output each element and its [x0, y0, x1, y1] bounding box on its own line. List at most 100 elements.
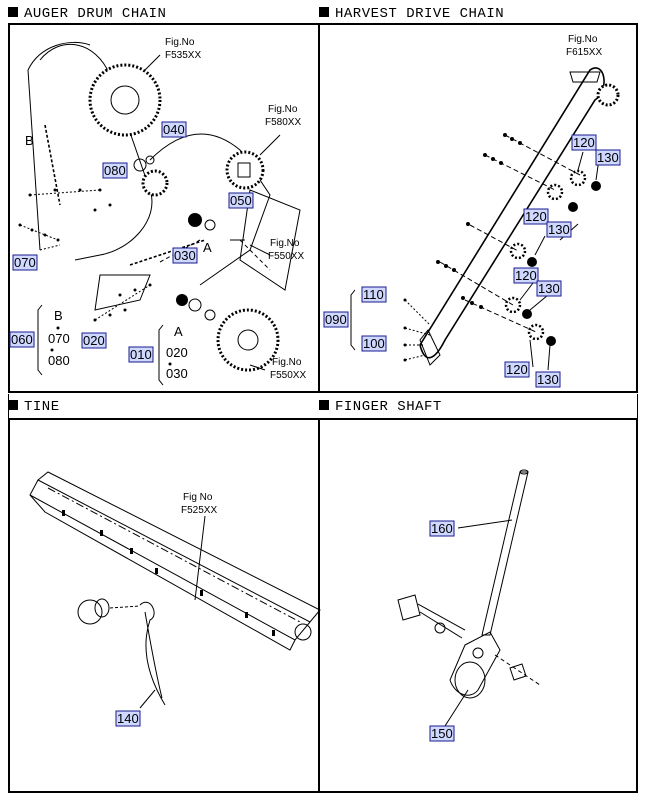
finger-shaft-drawing: 160 150: [397, 469, 541, 742]
bearing-lower: [176, 294, 188, 306]
harvest-shafts: [439, 134, 581, 333]
section-bullet-icon: [319, 7, 329, 17]
letter-a: A: [203, 240, 212, 255]
fig-label-f550b-b: F550XX: [270, 370, 306, 381]
fig-label-f580-a: Fig.No: [268, 104, 298, 115]
finger-shaft-tip: [519, 469, 529, 475]
panel-divider-top-bottom: [8, 391, 638, 393]
tine-leaders: [139, 515, 206, 709]
part-box-050: [228, 192, 254, 209]
header-auger-drum-chain: AUGER DRUM CHAIN: [8, 6, 166, 22]
washer: [133, 158, 147, 172]
chain-top-link: [569, 71, 601, 83]
part-box-120b: [523, 208, 549, 225]
bracket-a: [158, 324, 164, 386]
bearing-set-1b: [568, 202, 578, 212]
part-100[interactable]: 100: [363, 336, 385, 351]
part-030[interactable]: 030: [174, 248, 196, 263]
header-harvest-drive-chain: HARVEST DRIVE CHAIN: [319, 6, 504, 22]
part-130d[interactable]: 130: [537, 372, 559, 387]
part-110[interactable]: 110: [363, 287, 384, 302]
header-tine-label: TINE: [8, 399, 60, 415]
washer-lower: [204, 309, 216, 321]
part-box-130d: [535, 371, 561, 388]
part-box-060: [9, 331, 35, 348]
tine-bar-lip: [29, 494, 296, 651]
part-box-130a: [595, 149, 621, 166]
part-130a[interactable]: 130: [597, 150, 619, 165]
part-120a[interactable]: 120: [573, 135, 595, 150]
bracket-090: [350, 289, 356, 351]
part-box-080: [102, 162, 128, 179]
group-b-080: 080: [48, 353, 70, 368]
part-060[interactable]: 060: [11, 332, 33, 347]
part-150[interactable]: 150: [431, 726, 453, 741]
fig-label-f535-b: F535XX: [165, 50, 201, 61]
bearing-set-1: [591, 181, 601, 191]
finger-holder: [449, 631, 501, 696]
bearing-ring: [204, 219, 216, 231]
part-130b[interactable]: 130: [548, 222, 570, 237]
part-160[interactable]: 160: [431, 521, 453, 536]
part-box-150: [429, 725, 455, 742]
part-box-100: [361, 335, 387, 352]
leader-lines-auger: [19, 189, 151, 321]
fig-label-f550b-a: Fig.No: [272, 357, 302, 368]
part-040[interactable]: 040: [163, 122, 185, 137]
sprocket-large-top: [88, 63, 162, 137]
chain-segment-left: [44, 124, 61, 206]
tine-wire: [139, 601, 166, 706]
part-120d[interactable]: 120: [506, 362, 528, 377]
panel-divider-bottom: [318, 418, 320, 793]
part-130c[interactable]: 130: [538, 281, 560, 296]
fig-label-f615-b: F615XX: [566, 47, 602, 58]
group-a-030: 030: [166, 366, 188, 381]
auger-drum-chain-drawing: B A Fig.No F535XX Fig.No F580XX Fig.No F…: [9, 37, 306, 386]
part-box-140: [115, 710, 141, 727]
section-bullet-icon: [8, 400, 18, 410]
part-120c[interactable]: 120: [515, 268, 537, 283]
part-080[interactable]: 080: [104, 163, 126, 178]
fig-leaders-auger: [144, 54, 281, 371]
tensioner-plate: [239, 189, 301, 291]
fig-label-f550-a: Fig.No: [270, 238, 300, 249]
part-140[interactable]: 140: [117, 711, 139, 726]
part-box-130b: [546, 221, 572, 238]
section-title: AUGER DRUM CHAIN: [24, 6, 167, 22]
part-090[interactable]: 090: [325, 312, 347, 327]
part-120b[interactable]: 120: [525, 209, 547, 224]
fig-label-f580-b: F580XX: [265, 117, 301, 128]
sprocket-set-2: [509, 242, 527, 260]
bearing-set-3: [522, 309, 532, 319]
finger-shaft-rod: [481, 471, 529, 636]
tine-drawing: Fig No F525XX 140: [29, 471, 321, 727]
bearing: [188, 213, 202, 227]
collar: [188, 298, 202, 312]
part-box-070: [12, 254, 38, 271]
finger-holder-bore: [454, 661, 486, 699]
part-050[interactable]: 050: [230, 193, 252, 208]
fig-label-f525-a: Fig No: [183, 492, 213, 503]
group-b-dot-2: [50, 348, 54, 352]
harvest-drive-chain-drawing: Fig.No F615XX 120 130 120 130 120 130 12…: [323, 34, 621, 388]
fig-label-f615-a: Fig.No: [568, 34, 598, 45]
harvest-leaders: [404, 299, 431, 361]
group-a-letter: A: [174, 324, 183, 339]
part-box-020: [81, 332, 107, 349]
bolt-shank: [417, 603, 466, 639]
sprocket-hub-bottom: [237, 329, 259, 351]
chain-bottom-link: [419, 329, 441, 366]
sprocket-set-4: [527, 323, 545, 341]
tine-bushing-flange: [94, 598, 110, 618]
washer: [434, 622, 446, 634]
header-finger-shaft-label: FINGER SHAFT: [319, 399, 442, 415]
group-b-letter: B: [54, 308, 63, 323]
part-020[interactable]: 020: [83, 333, 105, 348]
part-box-120a: [571, 134, 597, 151]
part-070[interactable]: 070: [14, 255, 36, 270]
part-010[interactable]: 010: [130, 347, 152, 362]
part-box-030: [172, 247, 198, 264]
sprocket-small: [141, 169, 169, 197]
fig-label-f550-b: F550XX: [268, 251, 304, 262]
